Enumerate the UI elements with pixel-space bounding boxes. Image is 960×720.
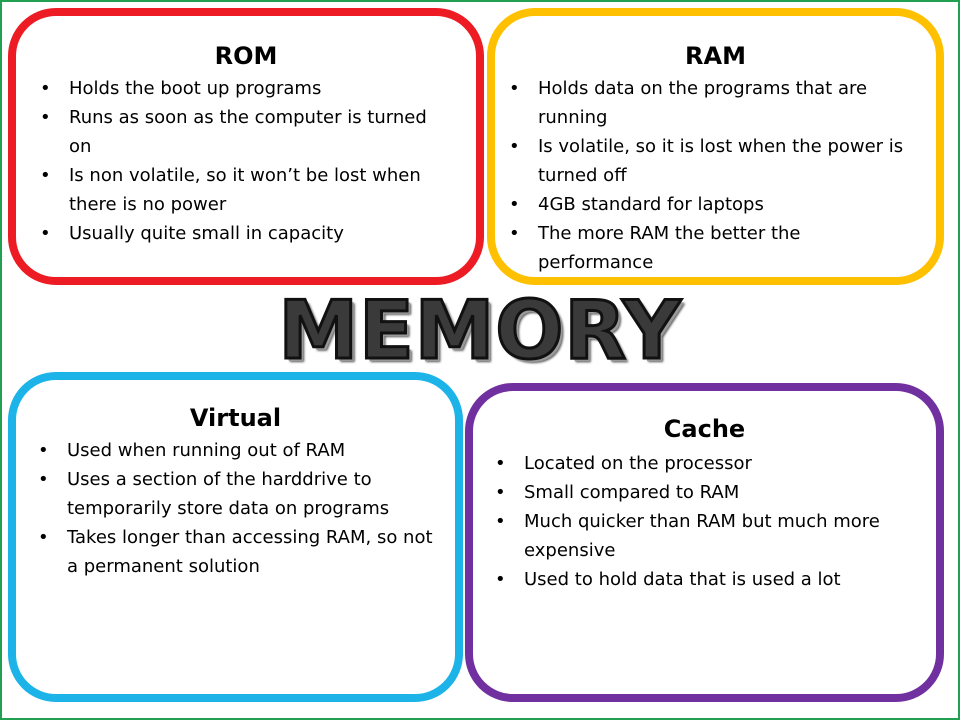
rom-item: • Is non volatile, so it won’t be lost wh… [40,161,452,219]
cache-item-text: Much quicker than RAM but much more expe… [524,511,880,561]
bullet-icon: • [495,569,506,590]
virtual-item-text: Used when running out of RAM [67,440,346,461]
bullet-icon: • [38,469,49,490]
bullet-icon: • [509,78,520,99]
bullet-icon: • [40,165,51,186]
rom-box: ROM • Holds the boot up programs • Runs as… [8,8,484,285]
cache-list: • Located on the processor • Small compare… [495,449,916,594]
virtual-item-text: Uses a section of the harddrive to tempo… [67,469,390,519]
ram-item: • 4GB standard for laptops [509,190,916,219]
bullet-icon: • [495,511,506,532]
cache-item-text: Located on the processor [524,453,752,474]
rom-item-text: Holds the boot up programs [69,78,322,99]
ram-item-text: 4GB standard for laptops [538,194,764,215]
ram-heading: RAM [685,42,746,70]
rom-list: • Holds the boot up programs • Runs as soo… [40,74,452,248]
cache-item: • Used to hold data that is used a lot [495,565,916,594]
bullet-icon: • [38,440,49,461]
bullet-icon: • [38,527,49,548]
cache-item-text: Used to hold data that is used a lot [524,569,841,590]
rom-item: • Holds the boot up programs [40,74,452,103]
bullet-icon: • [509,194,520,215]
memory-title: MEMORY [277,284,682,377]
ram-item-text: Is volatile, so it is lost when the powe… [538,136,904,186]
ram-item: • The more RAM the better the performance [509,219,916,277]
cache-box: Cache • Located on the processor • Small c… [465,383,944,702]
ram-box: RAM • Holds data on the programs that are… [487,8,944,285]
cache-item-text: Small compared to RAM [524,482,740,503]
virtual-item-text: Takes longer than accessing RAM, so not … [67,527,433,577]
ram-item-text: Holds data on the programs that are runn… [538,78,868,128]
ram-item-text: The more RAM the better the performance [538,223,801,273]
cache-item: • Much quicker than RAM but much more exp… [495,507,916,565]
rom-item-text: Is non volatile, so it won’t be lost whe… [69,165,421,215]
ram-item: • Holds data on the programs that are run… [509,74,916,132]
virtual-heading: Virtual [189,404,282,432]
ram-list: • Holds data on the programs that are run… [509,74,916,277]
virtual-item: • Takes longer than accessing RAM, so not… [38,523,435,581]
rom-item-text: Usually quite small in capacity [69,223,344,244]
bullet-icon: • [40,223,51,244]
virtual-item: • Uses a section of the harddrive to temp… [38,465,435,523]
bullet-icon: • [509,136,520,157]
rom-heading: ROM [214,42,278,70]
virtual-list: • Used when running out of RAM • Uses a se… [38,436,435,581]
rom-item: • Runs as soon as the computer is turned … [40,103,452,161]
bullet-icon: • [509,223,520,244]
cache-item: • Located on the processor [495,449,916,478]
virtual-box: Virtual • Used when running out of RAM • U… [8,372,463,702]
bullet-icon: • [40,107,51,128]
rom-item: • Usually quite small in capacity [40,219,452,248]
rom-item-text: Runs as soon as the computer is turned o… [69,107,427,157]
bullet-icon: • [495,482,506,503]
bullet-icon: • [40,78,51,99]
virtual-item: • Used when running out of RAM [38,436,435,465]
cache-heading: Cache [663,415,746,443]
cache-item: • Small compared to RAM [495,478,916,507]
bullet-icon: • [495,453,506,474]
ram-item: • Is volatile, so it is lost when the pow… [509,132,916,190]
